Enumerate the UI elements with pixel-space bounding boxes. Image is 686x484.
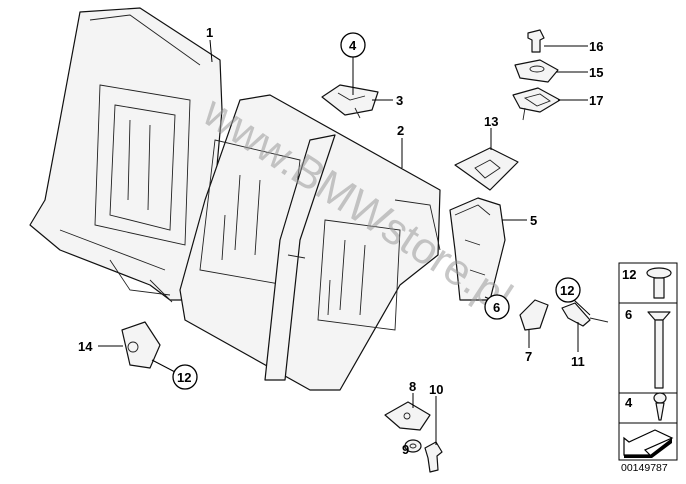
callout-12b-circle xyxy=(172,364,198,390)
direction-arrow-icon xyxy=(623,429,674,458)
callout-10: 10 xyxy=(429,382,443,397)
part-11-bracket xyxy=(561,302,609,327)
part-3-cover xyxy=(321,84,379,119)
callout-4: 4 xyxy=(349,38,357,53)
part-7-cap xyxy=(519,299,549,331)
callout-8: 8 xyxy=(409,379,416,394)
pan-head-screw-icon xyxy=(646,267,672,299)
callout-12b: 12 xyxy=(177,370,191,385)
callout-5: 5 xyxy=(530,213,537,228)
callout-13: 13 xyxy=(484,114,498,129)
part-5-lock-mechanism xyxy=(449,197,506,301)
callout-1: 1 xyxy=(206,25,213,40)
callout-2: 2 xyxy=(397,123,404,138)
callout-17: 17 xyxy=(589,93,603,108)
callout-labels: 1 2 3 4 5 6 7 8 9 10 11 12 12 13 14 15 1… xyxy=(78,25,603,457)
countersunk-bolt-icon xyxy=(647,311,671,389)
callout-7: 7 xyxy=(525,349,532,364)
part-8-bracket xyxy=(384,401,431,431)
callout-3: 3 xyxy=(396,93,403,108)
part-2-seat-back-frame-right xyxy=(179,94,441,391)
callout-14: 14 xyxy=(78,339,93,354)
part-10-bolt xyxy=(424,441,443,473)
part-15-nut xyxy=(514,59,559,83)
part-14-bracket xyxy=(121,321,161,369)
leader-lines xyxy=(98,39,591,445)
part-9-washer xyxy=(404,439,422,453)
part-13-trim-cover xyxy=(454,147,519,191)
callout-4-circle xyxy=(340,32,366,58)
callout-6: 6 xyxy=(493,300,500,315)
callout-12-circle xyxy=(555,277,581,303)
diagram-code: 00149787 xyxy=(621,462,668,474)
part-17-clip xyxy=(512,87,561,121)
fastener-legend: 12 6 4 00149787 xyxy=(618,262,678,474)
callout-11: 11 xyxy=(571,354,585,369)
legend-12-label: 12 xyxy=(622,267,636,282)
callout-16: 16 xyxy=(589,39,603,54)
callout-9: 9 xyxy=(402,442,409,457)
callout-15: 15 xyxy=(589,65,603,80)
part-16-bolt xyxy=(527,29,545,53)
callout-6-circle xyxy=(484,294,510,320)
legend-4-label: 4 xyxy=(625,395,633,410)
part-1-seat-back-frame-left xyxy=(29,7,223,303)
callout-12: 12 xyxy=(560,283,574,298)
self-tapping-screw-icon xyxy=(653,392,667,421)
legend-6-label: 6 xyxy=(625,307,632,322)
